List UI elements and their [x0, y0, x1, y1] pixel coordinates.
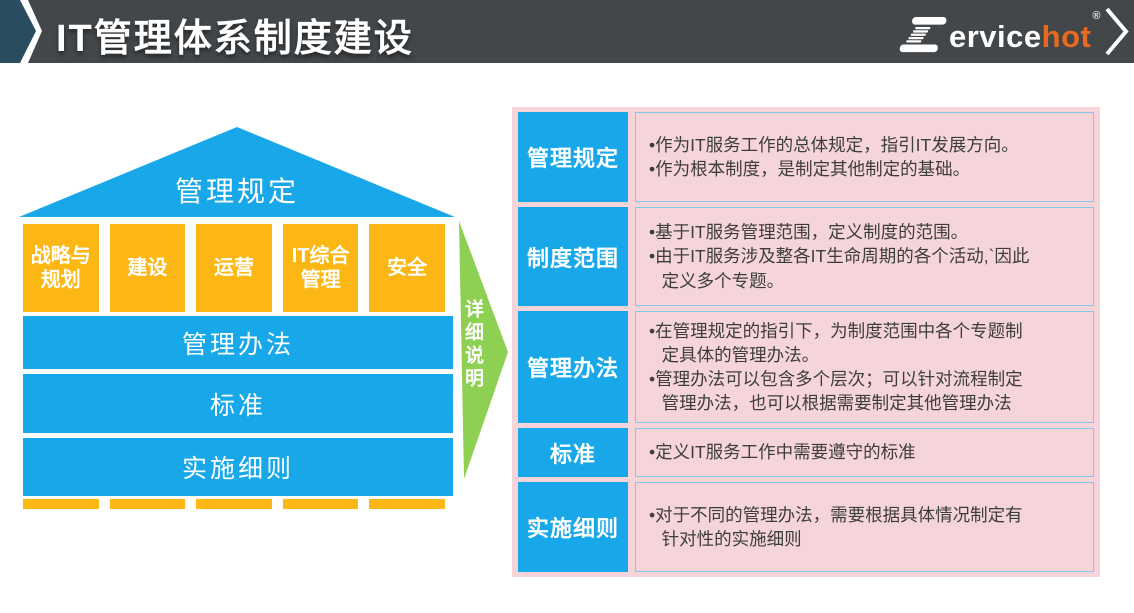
bullet-item: •在管理规定的指引下，为制度范围中各个专题制定具体的管理办法。: [649, 320, 1023, 365]
bullet-item: •由于IT服务涉及整各IT生命周期的各个活动,`因此定义多个专题。: [649, 246, 1030, 291]
header-right-chevron-icon: [1105, 7, 1129, 56]
roof-triangle: 管理规定: [18, 126, 456, 218]
roof-shape: [19, 127, 455, 217]
header-gray-band: [28, 0, 1134, 63]
row-label: 管理规定: [518, 112, 628, 202]
layer-implementation-rules: 实施细则: [23, 438, 453, 496]
table-row: 标准 •定义IT服务工作中需要遵守的标准: [518, 428, 1094, 477]
pillar-it-comprehensive: IT综合管理: [282, 224, 359, 312]
foundation-foot: [23, 499, 99, 509]
header-background: [0, 0, 1134, 63]
row-description: •定义IT服务工作中需要遵守的标准: [635, 428, 1094, 477]
row-description: •基于IT服务管理范围，定义制度的范围。 •由于IT服务涉及整各IT生命周期的各个…: [635, 207, 1094, 306]
bullet-item: •对于不同的管理办法，需要根据具体情况制定有针对性的实施细则: [649, 504, 1023, 549]
row-description: •在管理规定的指引下，为制度范围中各个专题制定具体的管理办法。•管理办法可以包含…: [635, 311, 1094, 423]
pillar-row: 战略与规划 建设 运营 IT综合管理 安全: [23, 224, 445, 312]
table-row: 制度范围 •基于IT服务管理范围，定义制度的范围。 •由于IT服务涉及整各IT生命…: [518, 207, 1094, 306]
foundation-foot: [282, 499, 359, 509]
bullet-item: •作为根本制度，是制定其他制定的基础。: [649, 159, 971, 179]
foundation-foot: [109, 499, 186, 509]
detail-arrow-icon: [459, 221, 508, 479]
table-row: 管理办法 •在管理规定的指引下，为制度范围中各个专题制定具体的管理办法。•管理办…: [518, 311, 1094, 423]
row-description: •作为IT服务工作的总体规定，指引IT发展方向。 •作为根本制度，是制定其他制定的…: [635, 112, 1094, 202]
bullet-item: •基于IT服务管理范围，定义制度的范围。: [649, 222, 969, 243]
logo-text-service: ervice: [949, 18, 1042, 54]
pillar-strategy-planning: 战略与规划: [23, 224, 99, 312]
detail-arrow-label: 详细说明: [462, 299, 483, 391]
servicehot-s-icon: [899, 17, 947, 53]
row-description: •对于不同的管理办法，需要根据具体情况制定有针对性的实施细则: [635, 482, 1094, 572]
pillar-construction: 建设: [109, 224, 186, 312]
roof-label: 管理规定: [174, 176, 299, 207]
servicehot-logo: ervicehot®: [899, 10, 1101, 56]
layer-standards: 标准: [23, 374, 453, 433]
table-row: 实施细则 •对于不同的管理办法，需要根据具体情况制定有针对性的实施细则: [518, 482, 1094, 572]
foundation-foot: [369, 499, 445, 509]
pillar-operations: 运营: [196, 224, 272, 312]
table-row: 管理规定 •作为IT服务工作的总体规定，指引IT发展方向。 •作为根本制度，是制定…: [518, 112, 1094, 202]
bullet-item: •作为IT服务工作的总体规定，指引IT发展方向。: [649, 134, 1019, 155]
header-bar: IT管理体系制度建设 ervicehot®: [0, 0, 1134, 63]
detail-table: 管理规定 •作为IT服务工作的总体规定，指引IT发展方向。 •作为根本制度，是制定…: [512, 107, 1100, 577]
pillar-security: 安全: [369, 224, 445, 312]
foundation-foot: [196, 499, 272, 509]
foundation-row: [23, 499, 445, 509]
row-label: 实施细则: [518, 482, 628, 572]
trademark-symbol: ®: [1092, 9, 1101, 22]
row-label: 管理办法: [518, 311, 628, 423]
logo-text-hot: hot: [1041, 18, 1092, 54]
row-label: 制度范围: [518, 207, 628, 306]
bullet-item: •管理办法可以包含多个层次；可以针对流程制定管理办法，也可以根据需要制定其他管理…: [649, 369, 1023, 414]
page-title: IT管理体系制度建设: [56, 18, 414, 60]
row-label: 标准: [518, 428, 628, 477]
bullet-item: •定义IT服务工作中需要遵守的标准: [649, 442, 916, 463]
header-accent-chevron-icon: [0, 0, 36, 63]
layer-management-methods: 管理办法: [23, 316, 453, 369]
logo-wordmark: ervicehot®: [949, 10, 1101, 54]
